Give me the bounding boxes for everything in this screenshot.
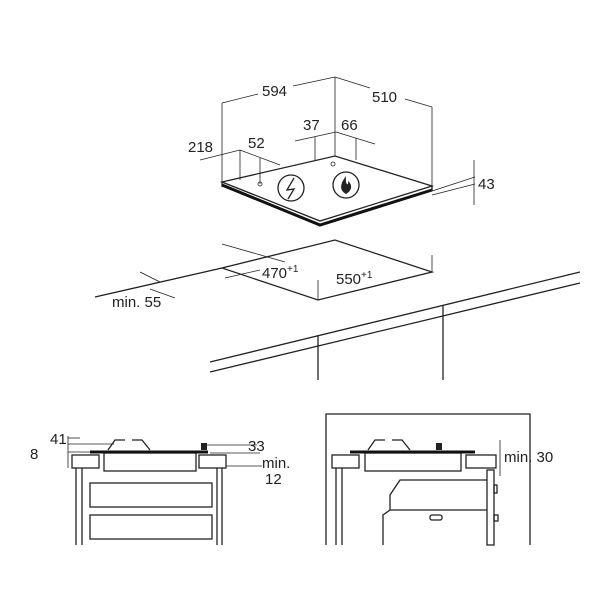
countertop (94, 239, 581, 380)
dim-min-label: min. (262, 455, 290, 472)
dim-offset-left: 218 (188, 139, 213, 156)
dim-depth: 510 (372, 89, 397, 106)
side-view-right (325, 413, 531, 546)
electric-icon (277, 174, 305, 202)
dim-min-value: 12 (265, 471, 282, 488)
dim-offset-control: 52 (248, 135, 265, 152)
hob-3d (219, 155, 435, 227)
dim-thickness: 8 (30, 446, 38, 463)
dim-burner-height: 41 (50, 431, 67, 448)
dim-cutout-depth: 470+1 (262, 264, 299, 282)
side-view-left (67, 436, 262, 545)
gas-flame-icon (332, 171, 360, 199)
dim-height: 43 (478, 176, 495, 193)
dim-cutout-width: 550+1 (336, 270, 373, 288)
dim-width: 594 (262, 83, 287, 100)
dimension-lines (199, 76, 476, 205)
dim-min-edge: min. 55 (112, 294, 161, 311)
dim-center-left: 37 (303, 117, 320, 134)
dim-min-clearance: min. 30 (504, 449, 553, 466)
dim-knob-height: 33 (248, 438, 265, 455)
dim-center-right: 66 (341, 117, 358, 134)
